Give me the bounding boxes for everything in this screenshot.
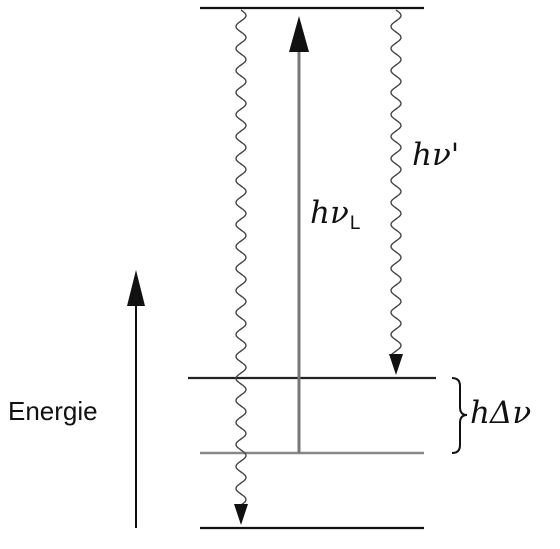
laser-photon-label: hνL — [310, 195, 361, 234]
wavy-left-arrowhead — [234, 504, 248, 525]
energy-axis-label: Energie — [8, 396, 98, 426]
laser-photon-nu: ν — [329, 195, 349, 231]
excitation-arrowhead — [289, 16, 309, 52]
wavy-emission-right — [390, 9, 402, 357]
shift-brace — [451, 377, 468, 454]
energy-axis-arrowhead — [127, 270, 145, 306]
laser-photon-h: h — [310, 195, 330, 231]
energy-shift-label: hΔν — [470, 395, 532, 431]
wavy-emission-left — [235, 9, 247, 507]
scattered-photon-label: hν' — [412, 137, 460, 173]
laser-photon-subscript: L — [349, 213, 361, 234]
wavy-right-arrowhead — [389, 354, 403, 375]
